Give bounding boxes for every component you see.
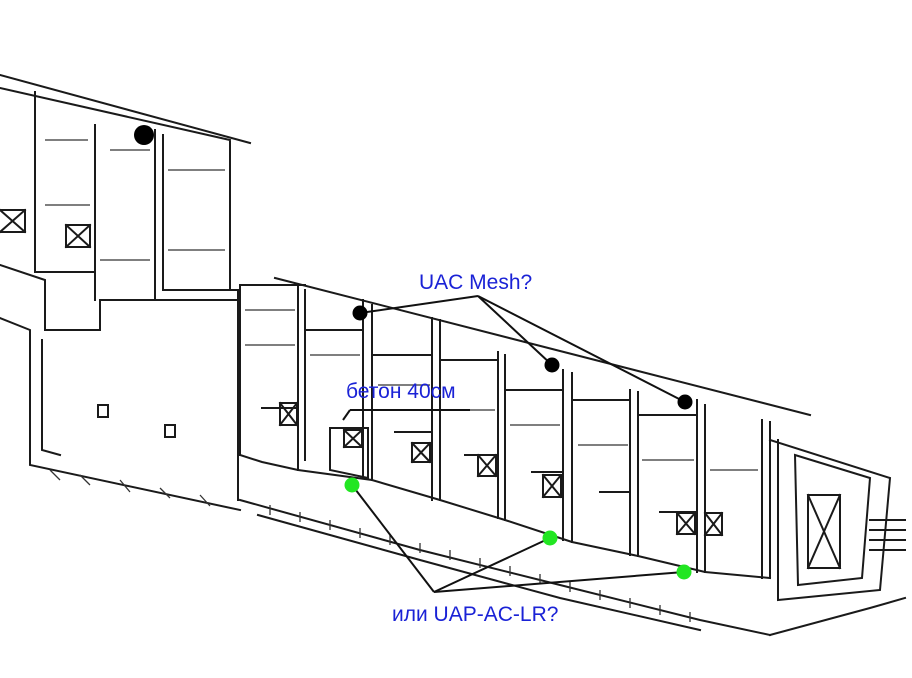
lr-label: или UAP-AC-LR? <box>392 603 559 626</box>
mesh-leader-2 <box>477 295 553 366</box>
lr-leader-1 <box>351 484 435 593</box>
annotation-lines <box>342 295 686 593</box>
concrete-leader <box>342 409 470 421</box>
lr-leader-2 <box>433 537 551 593</box>
lr-ap-marker <box>676 564 692 580</box>
mesh-markers <box>134 125 693 410</box>
mesh-leader-1 <box>359 295 479 314</box>
mesh-leader-3 <box>477 295 686 403</box>
mesh-ap-marker <box>677 394 693 410</box>
lr-markers <box>344 477 692 580</box>
mesh-ap-marker <box>134 125 154 145</box>
lr-ap-marker <box>542 530 558 546</box>
mesh-label: UAC Mesh? <box>419 271 533 294</box>
lr-ap-marker <box>344 477 360 493</box>
building-walls <box>0 73 907 637</box>
mesh-ap-marker <box>544 357 560 373</box>
mesh-ap-marker <box>352 305 368 321</box>
wall-ticks <box>45 139 758 622</box>
concrete-label: бетон 40см <box>346 380 456 403</box>
lr-leader-3 <box>433 571 685 593</box>
